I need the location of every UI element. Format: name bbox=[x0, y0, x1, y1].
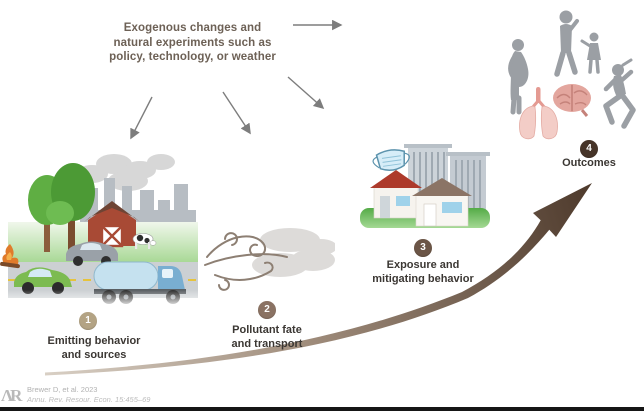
green-car-icon bbox=[14, 267, 72, 294]
brain-icon bbox=[553, 84, 591, 117]
lungs-icon bbox=[519, 87, 558, 140]
runner-icon bbox=[603, 58, 636, 129]
sedan-car-icon bbox=[66, 241, 118, 266]
house-brown-roof-icon bbox=[412, 178, 472, 227]
wind-swirl-icon bbox=[204, 232, 288, 291]
pregnant-woman-icon bbox=[508, 39, 529, 115]
stage-2-number-badge: 2 bbox=[258, 301, 276, 319]
stage-1-number-badge: 1 bbox=[79, 312, 97, 330]
barn-icon bbox=[84, 201, 140, 248]
stage-2-label: Pollutant fate and transport bbox=[231, 324, 303, 350]
adult-walking-icon bbox=[554, 10, 579, 77]
stage-3-label: Exposure and mitigating behavior bbox=[372, 259, 474, 285]
bottom-border-bar bbox=[0, 407, 644, 411]
fire-icon bbox=[0, 244, 20, 269]
attribution-citation: Brewer D, et al. 2023 bbox=[27, 385, 98, 394]
exogenous-changes-title: Exogenous changes and natural experiment… bbox=[109, 22, 276, 63]
emitting-sources-illustration bbox=[0, 154, 200, 308]
smoke-cloud-icon bbox=[252, 228, 335, 277]
pollutant-transport-illustration bbox=[204, 228, 335, 291]
attribution-journal: Annu. Rev. Resour. Econ. 15:455–69 bbox=[27, 394, 151, 404]
cow-icon bbox=[132, 233, 157, 249]
face-mask-icon bbox=[372, 149, 410, 171]
stage-3-number-badge: 3 bbox=[414, 239, 432, 257]
tree-icon bbox=[28, 163, 95, 254]
arrow-down-to-stage3 bbox=[287, 76, 325, 110]
stage-1-label: Emitting behavior and sources bbox=[47, 335, 141, 361]
attribution: Brewer D, et al. 2023 Annu. Rev. Resour.… bbox=[27, 385, 150, 404]
child-icon bbox=[580, 32, 601, 74]
house-red-roof-icon bbox=[370, 170, 422, 219]
arrow-down-to-stage2 bbox=[222, 91, 251, 135]
stage-4-label: Outcomes bbox=[562, 157, 616, 169]
outcomes-illustration bbox=[508, 10, 636, 140]
annual-reviews-logo: ΛR bbox=[1, 386, 22, 405]
arrow-down-to-stage1 bbox=[130, 96, 153, 140]
stage-4-number-badge: 4 bbox=[580, 140, 598, 158]
exposure-illustration bbox=[360, 144, 490, 228]
